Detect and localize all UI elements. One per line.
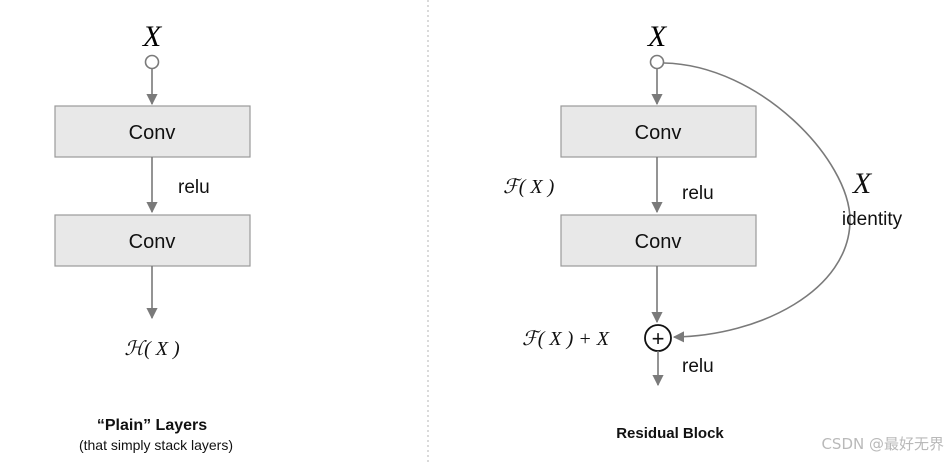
plain-conv1-label: Conv <box>129 122 176 144</box>
residual-block-diagram: X Conv ℱ( X ) relu Conv X identity + ℱ( … <box>503 20 903 442</box>
plain-conv2-label: Conv <box>129 231 176 253</box>
identity-skip-arrow <box>663 62 851 343</box>
residual-conv1-label: Conv <box>635 122 682 144</box>
residual-fx-label: ℱ( X ) <box>503 176 555 198</box>
residual-conv2-label: Conv <box>635 231 682 253</box>
plain-conv2-box <box>54 214 251 267</box>
identity-label: identity <box>842 209 903 230</box>
plain-layers-diagram: X Conv relu Conv ℋ( X ) “Plain” Layers (… <box>54 20 251 453</box>
residual-caption-title: Residual Block <box>616 425 724 442</box>
plain-caption-subtitle: (that simply stack layers) <box>79 437 233 453</box>
residual-relu-label: relu <box>682 183 714 204</box>
plus-icon: + <box>652 326 665 351</box>
watermark: CSDN @最好无界 <box>821 435 944 453</box>
residual-post-relu-label: relu <box>682 356 714 377</box>
residual-input-node <box>649 54 665 70</box>
plain-relu-label: relu <box>178 177 210 198</box>
plain-conv1-box <box>54 105 251 158</box>
plain-caption-title: “Plain” Layers <box>97 417 207 434</box>
residual-conv1-box <box>560 105 757 158</box>
plain-input-label: X <box>142 20 163 53</box>
residual-conv2-box <box>560 214 757 267</box>
sum-label: ℱ( X ) + X <box>522 328 610 350</box>
plain-input-node <box>144 54 160 70</box>
plain-output-label: ℋ( X ) <box>124 338 180 360</box>
skip-x-label: X <box>852 167 873 200</box>
residual-input-label: X <box>647 20 668 53</box>
